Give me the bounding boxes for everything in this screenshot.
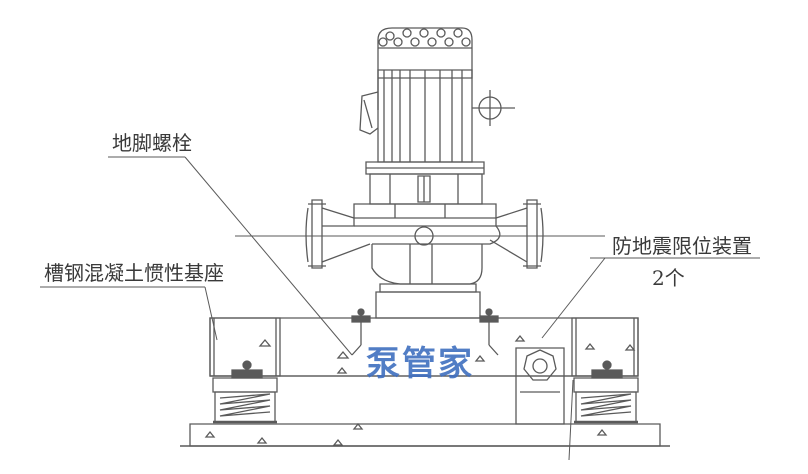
spring-isolator-right	[574, 361, 638, 422]
anchor-bolt-right	[480, 309, 498, 355]
label-seismic-limiter: 防地震限位装置	[612, 234, 752, 258]
label-inertia-base: 槽钢混凝土惯性基座	[44, 261, 224, 285]
seismic-limiter	[516, 348, 564, 424]
spring-isolator-left	[213, 361, 277, 422]
anchor-bolt-left	[352, 309, 370, 355]
label-anchor-bolt: 地脚螺栓	[112, 131, 192, 155]
label-seismic-limiter-qty: 2个	[652, 266, 685, 290]
coupling-bracket	[354, 174, 496, 218]
ventilation-holes	[379, 29, 470, 46]
floor-slab	[180, 424, 670, 446]
motor	[360, 28, 515, 174]
pump-casing	[306, 200, 543, 318]
leader-lines	[40, 157, 760, 460]
watermark: 泵管家	[366, 344, 474, 384]
